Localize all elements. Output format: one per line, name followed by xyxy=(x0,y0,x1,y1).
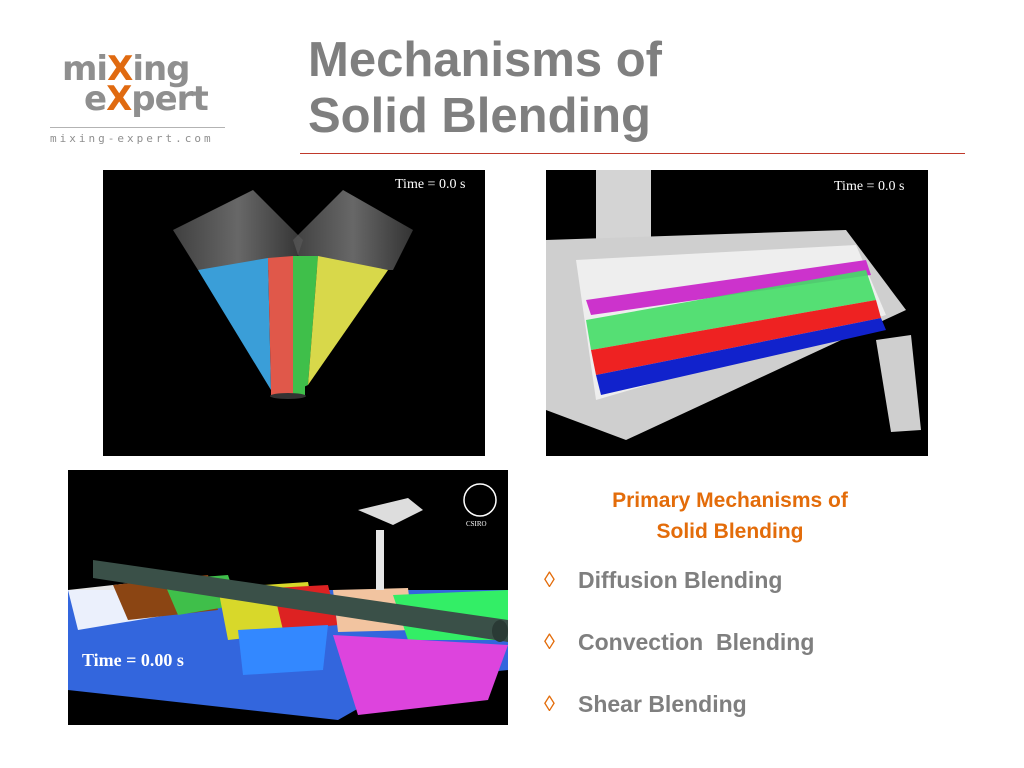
paddle-mixer-time-label: Time = 0.00 s xyxy=(82,650,184,670)
mechanisms-list: ◊ Diffusion Blending ◊ Convection Blendi… xyxy=(540,565,960,719)
diamond-outline-icon: ◊ xyxy=(544,567,555,592)
diamond-outline-icon: ◊ xyxy=(544,691,555,716)
ribbon-blender-time-label: Time = 0.0 s xyxy=(834,179,904,194)
mechanisms-list-section: Primary Mechanisms of Solid Blending ◊ D… xyxy=(540,485,960,751)
slide-title-line2: Solid Blending xyxy=(308,89,651,143)
list-item: ◊ Convection Blending xyxy=(540,627,960,657)
mechanism-label: Convection Blending xyxy=(578,628,815,655)
list-item: ◊ Shear Blending xyxy=(540,689,960,719)
csiro-logo-text: CSIRO xyxy=(466,520,487,528)
mechanism-label: Diffusion Blending xyxy=(578,566,783,593)
logo-url: mixing-expert.com xyxy=(50,132,214,145)
logo-divider xyxy=(50,127,225,128)
slide-title-line1: Mechanisms of xyxy=(308,33,662,87)
csiro-logo-icon xyxy=(463,483,497,517)
ribbon-blender-illustration: Time = 0.0 s xyxy=(546,170,921,440)
mechanisms-heading: Primary Mechanisms of Solid Blending xyxy=(612,489,848,543)
v-blender-simulation-image: Time = 0.0 s xyxy=(103,170,485,456)
list-item: ◊ Diffusion Blending xyxy=(540,565,960,595)
v-blender-illustration: Time = 0.0 s xyxy=(173,177,465,399)
mixing-expert-logo: miXing eXpert mixing-expert.com xyxy=(50,50,230,150)
slide-title: Mechanisms of Solid Blending xyxy=(308,32,662,144)
mechanism-label: Shear Blending xyxy=(578,690,747,717)
logo-wordmark-line2: eXpert xyxy=(84,79,209,119)
paddle-mixer-simulation-image: Time = 0.00 s CSIRO xyxy=(68,470,508,725)
ribbon-blender-simulation-image: Time = 0.0 s xyxy=(546,170,928,456)
title-underline xyxy=(300,153,965,154)
v-blender-time-label: Time = 0.0 s xyxy=(395,177,465,192)
diamond-outline-icon: ◊ xyxy=(544,629,555,654)
paddle-mixer-illustration: Time = 0.00 s CSIRO xyxy=(68,483,508,720)
logo-wordmark-line1: miXing xyxy=(62,49,191,89)
